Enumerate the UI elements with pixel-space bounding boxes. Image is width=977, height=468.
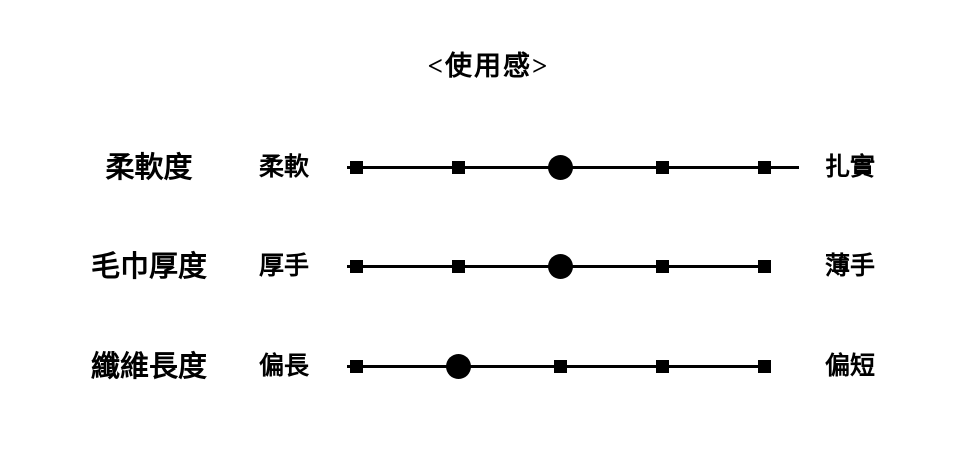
left-endpoint-label: 厚手 xyxy=(258,253,309,280)
right-endpoint-label: 扎實 xyxy=(824,154,875,181)
rating-row: 纖維長度 偏長 偏短 xyxy=(0,345,977,389)
attribute-label: 毛巾厚度 xyxy=(90,251,207,283)
left-endpoint-label: 偏長 xyxy=(258,353,309,380)
rating-row: 柔軟度 柔軟 扎實 xyxy=(0,146,977,190)
tick-marker-square xyxy=(349,161,363,174)
tick-marker-square xyxy=(451,161,465,174)
value-dot xyxy=(445,354,471,379)
tick-marker-square xyxy=(757,360,771,373)
value-dot xyxy=(547,254,573,279)
tick-marker-square xyxy=(757,260,771,273)
rating-row: 毛巾厚度 厚手 薄手 xyxy=(0,245,977,289)
tick-marker-square xyxy=(553,360,567,373)
tick-marker-square xyxy=(349,360,363,373)
chart-title: <使用感> xyxy=(427,51,550,81)
tick-marker-square xyxy=(757,161,771,174)
attribute-label: 纖維長度 xyxy=(90,351,207,383)
value-dot xyxy=(547,155,573,180)
tick-marker-square xyxy=(451,260,465,273)
tick-marker-square xyxy=(349,260,363,273)
tick-marker-square xyxy=(655,260,669,273)
right-endpoint-label: 薄手 xyxy=(824,253,875,280)
attribute-label: 柔軟度 xyxy=(105,152,193,184)
tick-marker-square xyxy=(655,360,669,373)
left-endpoint-label: 柔軟 xyxy=(258,154,309,181)
tick-marker-square xyxy=(655,161,669,174)
right-endpoint-label: 偏短 xyxy=(824,353,875,380)
scale-line xyxy=(347,166,799,169)
